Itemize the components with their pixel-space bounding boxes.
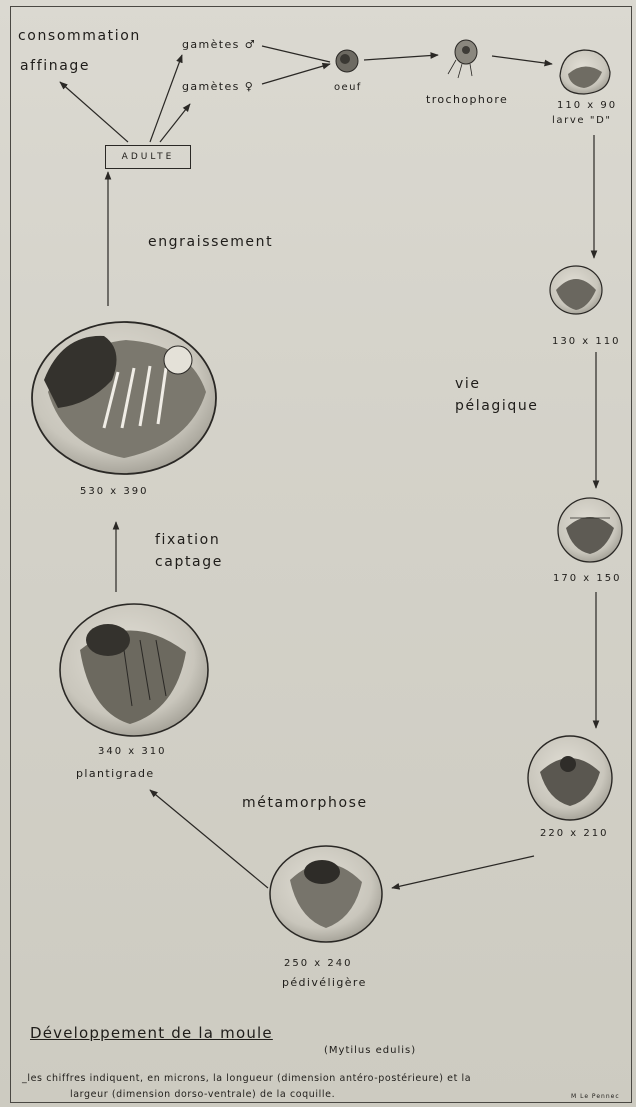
label-metamorphose: métamorphose xyxy=(242,795,368,811)
size-250x240: 250 x 240 xyxy=(284,958,352,969)
size-340x310: 340 x 310 xyxy=(98,746,166,757)
caption-line-2: largeur (dimension dorso-ventrale) de la… xyxy=(70,1089,335,1100)
size-220x210: 220 x 210 xyxy=(540,828,608,839)
larva-220-drawing xyxy=(528,736,612,820)
signature: M Le Pennec xyxy=(571,1093,620,1100)
size-530x390: 530 x 390 xyxy=(80,486,148,497)
label-plantigrade: plantigrade xyxy=(76,767,155,780)
size-170x150: 170 x 150 xyxy=(553,573,621,584)
arrow-gametes-m-oeuf xyxy=(262,46,330,62)
label-gametes-female: gamètes ♀ xyxy=(182,80,254,93)
caption-species: (Mytilus edulis) xyxy=(324,1045,416,1056)
label-larve-d: larve "D" xyxy=(552,115,612,126)
arrow-gametes-f-oeuf xyxy=(262,64,330,84)
plantigrade-drawing xyxy=(60,604,208,736)
oeuf-drawing xyxy=(336,50,358,72)
trochophore-drawing xyxy=(448,40,477,78)
label-pediveligere: pédivéligère xyxy=(282,976,367,989)
label-gametes-male: gamètes ♂ xyxy=(182,38,256,51)
label-vie: vie xyxy=(455,376,481,392)
label-pelagique: pélagique xyxy=(455,398,539,414)
arrow-adulte-gametes-m xyxy=(150,55,182,142)
juvenile-530-drawing xyxy=(32,322,216,474)
label-consommation: consommation xyxy=(18,28,141,44)
larve-d-drawing xyxy=(560,50,610,94)
arrow-oeuf-trochophore xyxy=(364,55,438,60)
larva-170-drawing xyxy=(558,498,622,562)
caption-line-1: _les chiffres indiquent, en microns, la … xyxy=(22,1073,471,1084)
arrow-trochophore-larve xyxy=(492,56,552,64)
size-110x90: 110 x 90 xyxy=(557,100,617,111)
larva-130-drawing xyxy=(550,266,602,314)
label-fixation: fixation xyxy=(155,532,220,548)
label-affinage: affinage xyxy=(20,58,90,74)
label-adulte: ADULTE xyxy=(122,152,175,162)
pediveligere-drawing xyxy=(270,846,382,942)
label-oeuf: oeuf xyxy=(334,82,362,93)
caption-title: Développement de la moule xyxy=(30,1024,273,1042)
label-engraissement: engraissement xyxy=(148,234,273,250)
label-captage: captage xyxy=(155,554,223,570)
adulte-box: ADULTE xyxy=(105,145,191,169)
arrow-adulte-gametes-f xyxy=(160,104,190,142)
arrow-220-250 xyxy=(392,856,534,888)
label-trochophore: trochophore xyxy=(426,93,508,106)
size-130x110: 130 x 110 xyxy=(552,336,620,347)
arrow-adulte-consommation xyxy=(60,82,128,142)
